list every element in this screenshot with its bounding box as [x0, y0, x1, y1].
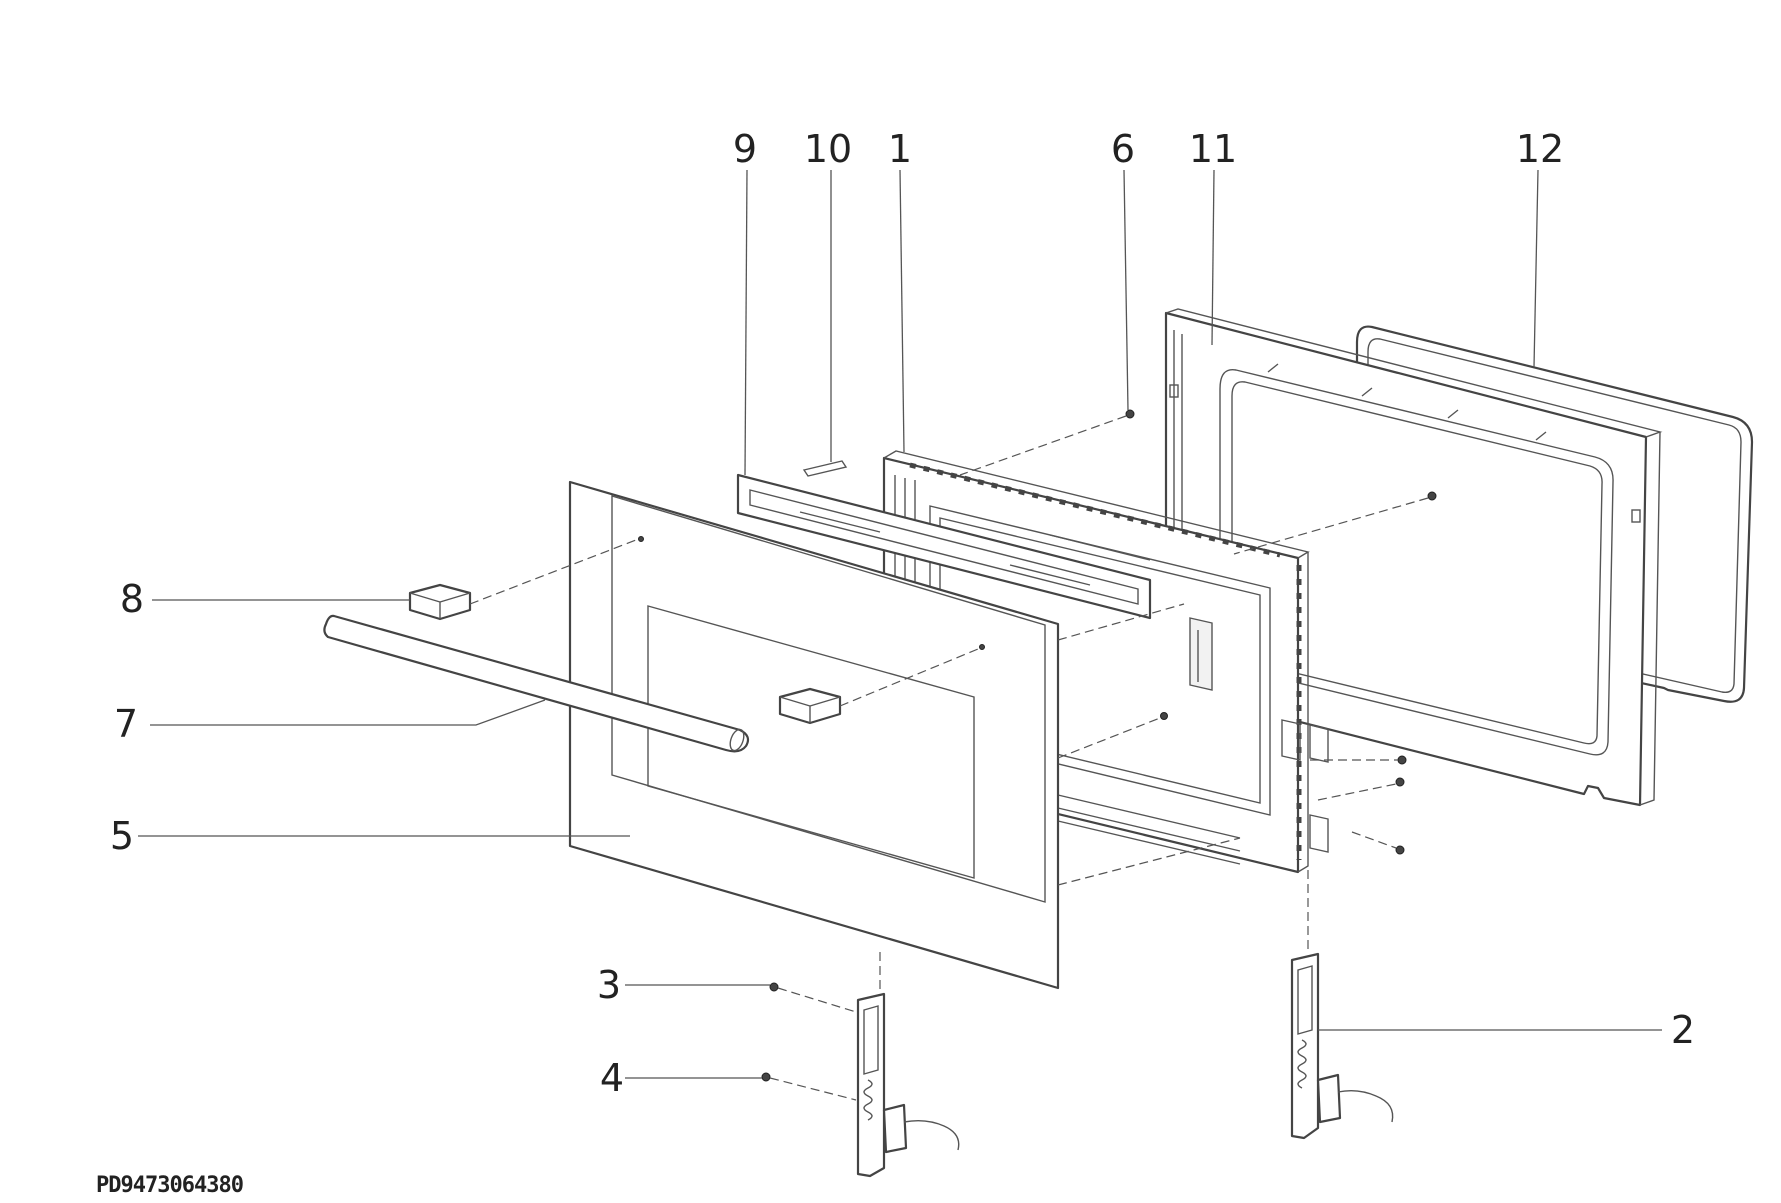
callout-1: 1 [888, 127, 912, 171]
callout-2: 2 [1671, 1008, 1695, 1052]
screws [638, 409, 1437, 1082]
screw-icon [1397, 755, 1407, 765]
callout-9: 9 [733, 127, 757, 171]
screw-icon [1395, 777, 1405, 787]
screw-icon [638, 536, 644, 542]
part-7-handle [323, 614, 750, 753]
callout-4: 4 [600, 1056, 624, 1100]
leader-lines [138, 169, 1662, 1079]
drawing-code: PD9473064380 [96, 1173, 243, 1198]
callout-12: 12 [1516, 127, 1564, 171]
callout-5: 5 [110, 814, 134, 858]
callout-8: 8 [120, 577, 144, 621]
callout-10: 10 [804, 127, 852, 171]
part-10-clip [802, 460, 848, 477]
screw-icon [1395, 845, 1405, 855]
part-9-air-guide [736, 473, 1152, 620]
callout-11: 11 [1189, 127, 1237, 171]
callout-7: 7 [114, 702, 138, 746]
screw-icon [1125, 409, 1135, 419]
screw-icon [769, 982, 779, 992]
screw-icon [761, 1072, 771, 1082]
screw-icon [979, 644, 985, 650]
part-8-handle-caps [408, 583, 842, 725]
assembly-lines [469, 415, 1429, 1101]
screw-icon [1427, 491, 1437, 501]
part-3-4-left-hinge [856, 992, 960, 1178]
callout-6: 6 [1111, 127, 1135, 171]
part-5-outer-glass [568, 480, 1060, 990]
screw-icon [1160, 712, 1168, 720]
callout-3: 3 [597, 963, 621, 1007]
callout-labels: 9 10 1 6 11 12 8 7 5 3 4 2 [110, 127, 1695, 1100]
part-2-right-hinge [1290, 952, 1394, 1140]
